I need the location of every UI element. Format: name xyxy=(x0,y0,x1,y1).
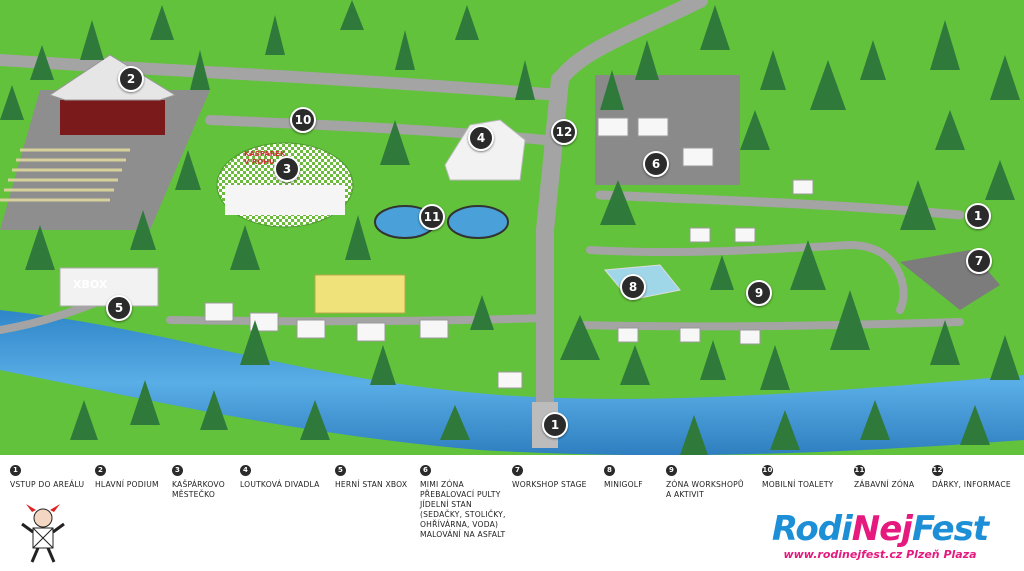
legend-number: 3 xyxy=(172,465,183,476)
legend-number: 11 xyxy=(854,465,865,476)
legend-number: 9 xyxy=(666,465,677,476)
marker-kasparek-town[interactable]: 3 xyxy=(274,156,300,182)
legend-number: 12 xyxy=(932,465,943,476)
legend-text: Vstup do areálu xyxy=(10,480,85,489)
map-legend: 1 Vstup do areálu 2 Hlavní podium 3 Kašp… xyxy=(0,455,1024,571)
marker-entrance-bridge[interactable]: 1 xyxy=(542,412,568,438)
kasparek-sign: KAŠPÁREK V ROHU xyxy=(244,150,285,166)
xbox-sign: XBOX xyxy=(73,278,108,291)
legend-text: Dárky, informace xyxy=(932,480,1011,489)
kasparek-tent xyxy=(216,142,354,228)
marker-main-stage[interactable]: 2 xyxy=(118,66,144,92)
legend-number: 6 xyxy=(420,465,431,476)
legend-number: 5 xyxy=(335,465,346,476)
legend-text: Minigolf xyxy=(604,480,643,489)
kasparek-sign-line1: KAŠPÁREK xyxy=(244,150,286,158)
trees xyxy=(0,0,1020,455)
legend-item-toilets: 10 Mobilní toalety xyxy=(762,465,834,490)
marker-gifts-info[interactable]: 12 xyxy=(551,119,577,145)
legend-text: Workshop stage xyxy=(512,480,587,489)
legend-text: Herní stan XBOX xyxy=(335,480,408,489)
marker-workshop-stage[interactable]: 7 xyxy=(966,248,992,274)
legend-text: Zábavní zóna xyxy=(854,480,915,489)
legend-item-workshop-stage: 7 Workshop stage xyxy=(512,465,587,490)
legend-item-minigolf: 8 Minigolf xyxy=(604,465,643,490)
legend-item-main-stage: 2 Hlavní podium xyxy=(95,465,159,490)
legend-number: 8 xyxy=(604,465,615,476)
legend-number: 7 xyxy=(512,465,523,476)
legend-text: Mimi zóna Přebalovací pulty Jídelní stan… xyxy=(420,480,506,539)
river xyxy=(0,310,1024,455)
jester-mascot-icon xyxy=(21,504,65,563)
logo-wordmark: RodiNejFest xyxy=(771,509,989,549)
marker-xbox-tent[interactable]: 5 xyxy=(106,295,132,321)
main-stage xyxy=(0,54,210,230)
marker-entrance-east[interactable]: 1 xyxy=(965,203,991,229)
legend-text: Loutková divadla xyxy=(240,480,320,489)
legend-item-puppet: 4 Loutková divadla xyxy=(240,465,320,490)
logo-url: www.rodinejfest.cz Plzeň Plaza xyxy=(783,548,977,561)
legend-item-fun-zone: 11 Zábavní zóna xyxy=(854,465,914,490)
legend-text: Zóna workshopů a aktivit xyxy=(666,480,744,499)
legend-number: 2 xyxy=(95,465,106,476)
legend-number: 10 xyxy=(762,465,773,476)
rodinejfest-logo: RodiNejFest www.rodinejfest.cz Plzeň Pla… xyxy=(760,512,1000,561)
legend-number: 1 xyxy=(10,465,21,476)
legend-item-xbox: 5 Herní stan XBOX xyxy=(335,465,407,490)
legend-text: Hlavní podium xyxy=(95,480,159,489)
legend-number: 4 xyxy=(240,465,251,476)
marker-mimi-zone[interactable]: 6 xyxy=(643,151,669,177)
legend-item-kasparek: 3 Kašpárkovo městečko xyxy=(172,465,225,500)
small-tents xyxy=(204,117,814,389)
legend-item-gifts: 12 Dárky, informace xyxy=(932,465,1011,490)
legend-item-mimi: 6 Mimi zóna Přebalovací pulty Jídelní st… xyxy=(420,465,506,540)
legend-item-entrance: 1 Vstup do areálu xyxy=(10,465,84,490)
marker-minigolf[interactable]: 8 xyxy=(620,274,646,300)
legend-item-workshop-zone: 9 Zóna workshopů a aktivit xyxy=(666,465,744,500)
dining-tent xyxy=(314,274,406,314)
marker-puppet-theatre[interactable]: 4 xyxy=(468,125,494,151)
legend-text: Mobilní toalety xyxy=(762,480,834,489)
marker-toilets[interactable]: 10 xyxy=(290,107,316,133)
marker-workshop-zone[interactable]: 9 xyxy=(746,280,772,306)
legend-text: Kašpárkovo městečko xyxy=(172,480,225,499)
kasparek-sign-line2: V ROHU xyxy=(244,158,275,166)
area-map xyxy=(0,0,1024,455)
marker-fun-zone[interactable]: 11 xyxy=(419,204,445,230)
